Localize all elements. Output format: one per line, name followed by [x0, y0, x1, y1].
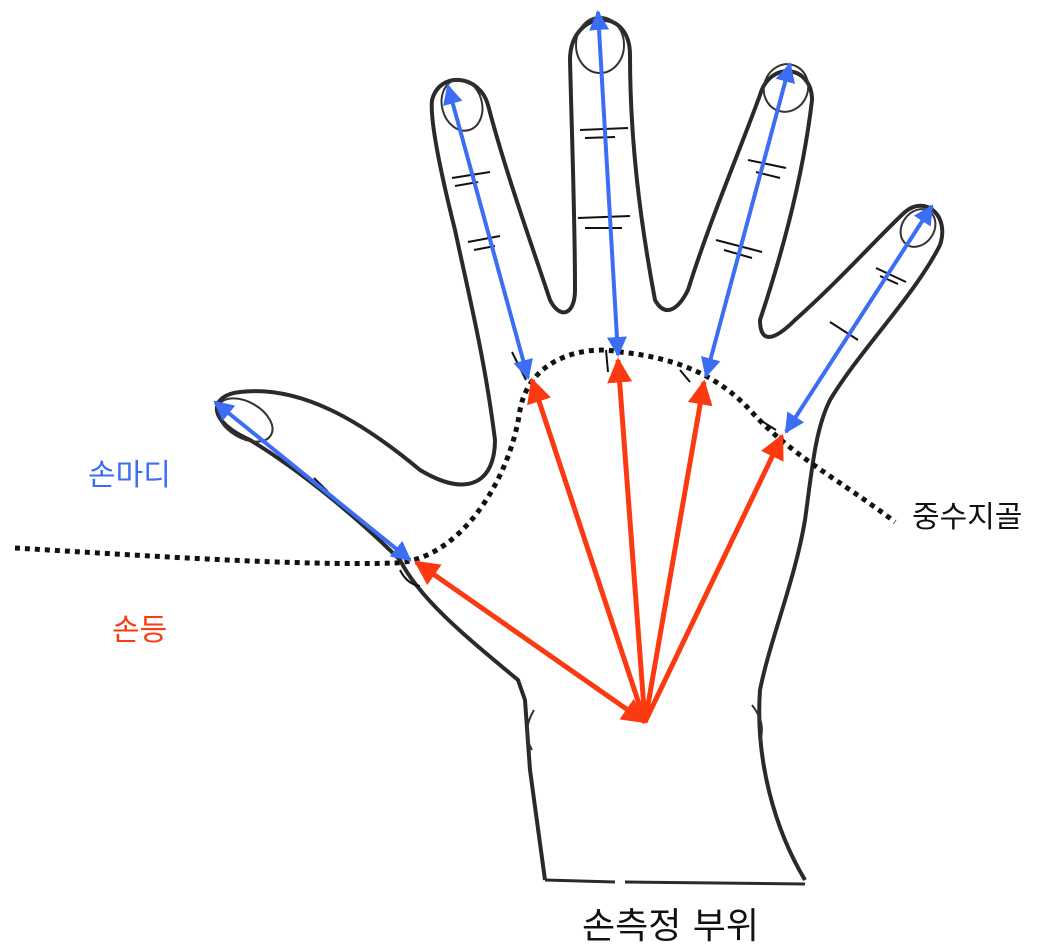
wrist-bottom-line	[545, 880, 615, 882]
middle-hand-arrow	[618, 360, 645, 722]
ring-hand-arrow	[645, 382, 704, 722]
thumb-segment-arrow	[215, 402, 410, 560]
metacarpal-line-label: 중수지골	[912, 500, 1022, 535]
middle-segment-arrow	[598, 12, 618, 355]
pinky-segment-arrow	[786, 206, 932, 432]
metacarpal-dotted-line	[15, 350, 895, 564]
thumb-hand-arrow	[416, 562, 645, 722]
back-of-hand-arrows	[416, 360, 782, 722]
wrist-bottom-line	[625, 882, 805, 884]
ring-nail	[757, 58, 815, 118]
finger-segment-label: 손마디	[88, 458, 171, 493]
measurement-site-label: 손측정 부위	[582, 906, 759, 947]
hand-outline	[217, 20, 942, 880]
index-hand-arrow	[532, 380, 645, 722]
index-segment-arrow	[448, 86, 528, 378]
ring-segment-arrow	[706, 64, 790, 376]
back-of-hand-label: 손등	[112, 613, 167, 648]
